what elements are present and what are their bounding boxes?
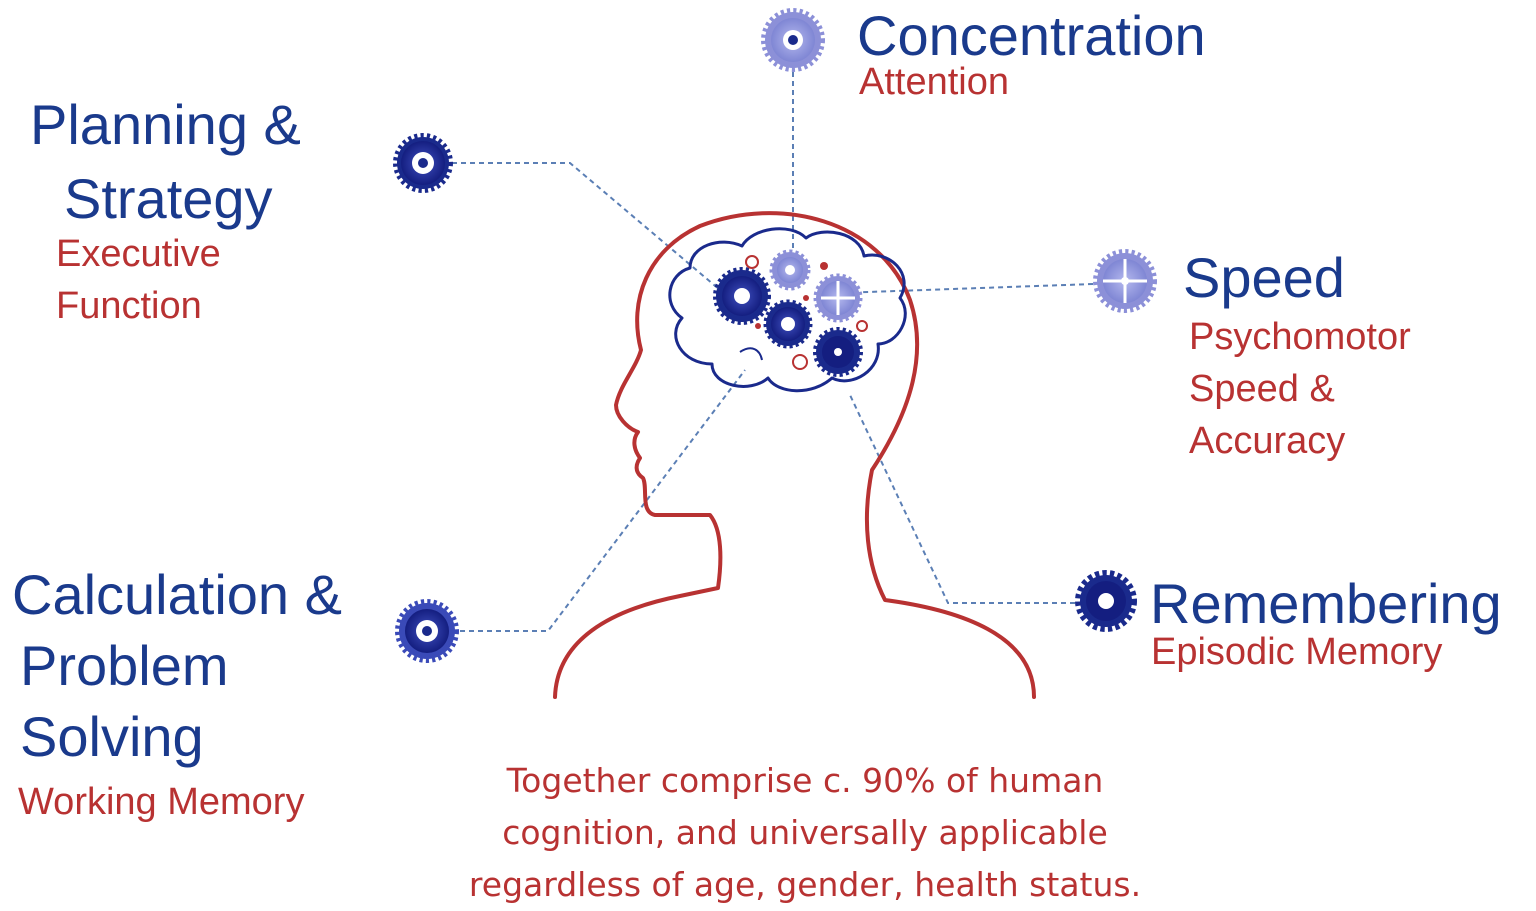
brain-dot bbox=[803, 295, 809, 301]
brain-fold bbox=[739, 347, 763, 361]
connector-remembering bbox=[849, 394, 1075, 604]
planning-subtitle-line-1: Executive bbox=[56, 233, 221, 275]
connector-lines bbox=[452, 72, 1094, 632]
brain-dot bbox=[820, 262, 828, 270]
planning-title-line-2: Strategy bbox=[64, 167, 273, 230]
concentration-title: Concentration bbox=[857, 4, 1206, 67]
speed-subtitle-line-1: Psychomotor bbox=[1189, 316, 1411, 358]
gear-icon bbox=[856, 320, 868, 332]
gear-icon bbox=[763, 299, 813, 349]
caption-line-1: Together comprise c. 90% of human bbox=[506, 761, 1104, 800]
gear-icon-planning bbox=[393, 133, 453, 193]
brain-outline bbox=[668, 227, 907, 393]
speed-title: Speed bbox=[1183, 246, 1345, 309]
remembering-subtitle: Episodic Memory bbox=[1151, 631, 1443, 673]
gear-icon bbox=[713, 267, 771, 325]
remembering-title: Remembering bbox=[1150, 572, 1502, 635]
gear-icon bbox=[792, 354, 808, 370]
planning-subtitle-line-2: Function bbox=[56, 285, 202, 327]
connector-calculation bbox=[460, 369, 746, 632]
calculation-title-line-2: Problem bbox=[20, 634, 229, 697]
calculation-title-line-3: Solving bbox=[20, 705, 204, 768]
gear-icon bbox=[813, 327, 863, 377]
calculation-title-line-1: Calculation & bbox=[12, 563, 342, 626]
speed-subtitle-line-2: Speed & bbox=[1189, 368, 1335, 410]
connector-planning bbox=[452, 162, 721, 291]
caption-line-2: cognition, and universally applicable bbox=[502, 813, 1108, 852]
gear-icon-concentration bbox=[761, 8, 825, 72]
calculation-subtitle: Working Memory bbox=[18, 781, 305, 823]
concentration-subtitle: Attention bbox=[859, 61, 1009, 103]
brain-dot bbox=[755, 323, 761, 329]
gear-icon bbox=[769, 249, 811, 291]
brain-gears bbox=[713, 249, 868, 377]
gear-icon-remembering bbox=[1075, 570, 1137, 632]
head-silhouette bbox=[553, 211, 1036, 699]
gear-icon-calculation bbox=[395, 599, 459, 663]
gear-icon bbox=[745, 255, 759, 269]
caption: Together comprise c. 90% of human cognit… bbox=[380, 755, 1230, 911]
speed-subtitle-line-3: Accuracy bbox=[1189, 420, 1346, 462]
connector-speed bbox=[839, 283, 1094, 294]
planning-title-line-1: Planning & bbox=[30, 93, 301, 156]
caption-line-3: regardless of age, gender, health status… bbox=[468, 865, 1142, 904]
gear-icon bbox=[813, 273, 863, 323]
gear-icon-speed bbox=[1093, 249, 1157, 313]
